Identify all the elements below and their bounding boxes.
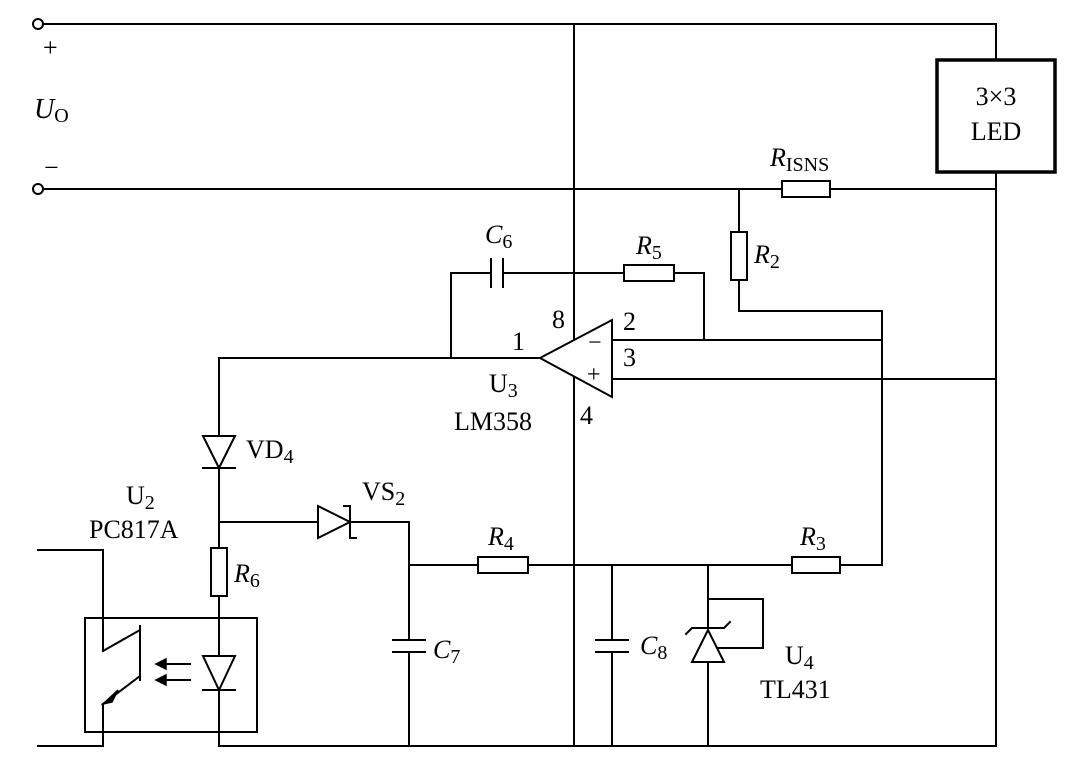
diode-vd4 <box>201 435 237 471</box>
pin-8-label: 8 <box>552 305 565 334</box>
pin-4-label: 4 <box>580 401 593 430</box>
vd4-label: VD4 <box>246 435 294 468</box>
u4-part-label: TL431 <box>760 675 831 704</box>
r4-label: R4 <box>487 522 514 555</box>
opamp-noninverting-sign: + <box>587 362 601 388</box>
resistor-risns <box>781 180 831 198</box>
u4-ref-label: U4 <box>785 641 814 674</box>
r6-label: R6 <box>233 559 260 592</box>
optocoupler-u2 <box>84 617 258 733</box>
led-block: 3×3 LED <box>935 58 1057 174</box>
u3-part-label: LM358 <box>454 407 532 436</box>
opamp-u3: − + <box>537 318 613 399</box>
resistor-r5 <box>623 264 675 282</box>
c7-label: C7 <box>433 635 460 668</box>
u3-ref-label: U3 <box>489 369 518 402</box>
vs2-label: VS2 <box>362 477 405 510</box>
resistor-r4 <box>477 556 529 574</box>
minus-sign: − <box>44 153 59 182</box>
led-text: LED <box>971 117 1022 146</box>
u2-ref-label: U2 <box>126 481 155 514</box>
wires <box>37 23 997 747</box>
pin-1-label: 1 <box>512 327 525 356</box>
resistor-r6 <box>210 547 228 597</box>
plus-sign: + <box>43 33 58 62</box>
c6-label: C6 <box>485 220 512 253</box>
r5-label: R5 <box>635 231 662 264</box>
risns-label: RISNS <box>769 143 829 176</box>
r3-label: R3 <box>799 522 826 555</box>
opamp-inverting-sign: − <box>588 330 602 356</box>
output-positive-terminal <box>32 18 44 30</box>
pin-3-label: 3 <box>623 343 636 372</box>
output-voltage-label: UO <box>34 94 69 127</box>
capacitor-c6 <box>490 258 504 288</box>
capacitor-c7 <box>392 639 426 653</box>
capacitor-c8 <box>595 639 629 653</box>
shunt-regulator-u4 <box>684 620 732 663</box>
resistor-r2 <box>730 231 748 281</box>
output-negative-terminal <box>32 183 44 195</box>
resistor-r3 <box>791 556 841 574</box>
zener-diode-vs2 <box>317 504 357 540</box>
r2-label: R2 <box>753 240 780 273</box>
led-count: 3×3 <box>976 82 1017 111</box>
u2-part-label: PC817A <box>89 515 179 544</box>
pin-2-label: 2 <box>623 307 636 336</box>
c8-label: C8 <box>640 631 667 664</box>
